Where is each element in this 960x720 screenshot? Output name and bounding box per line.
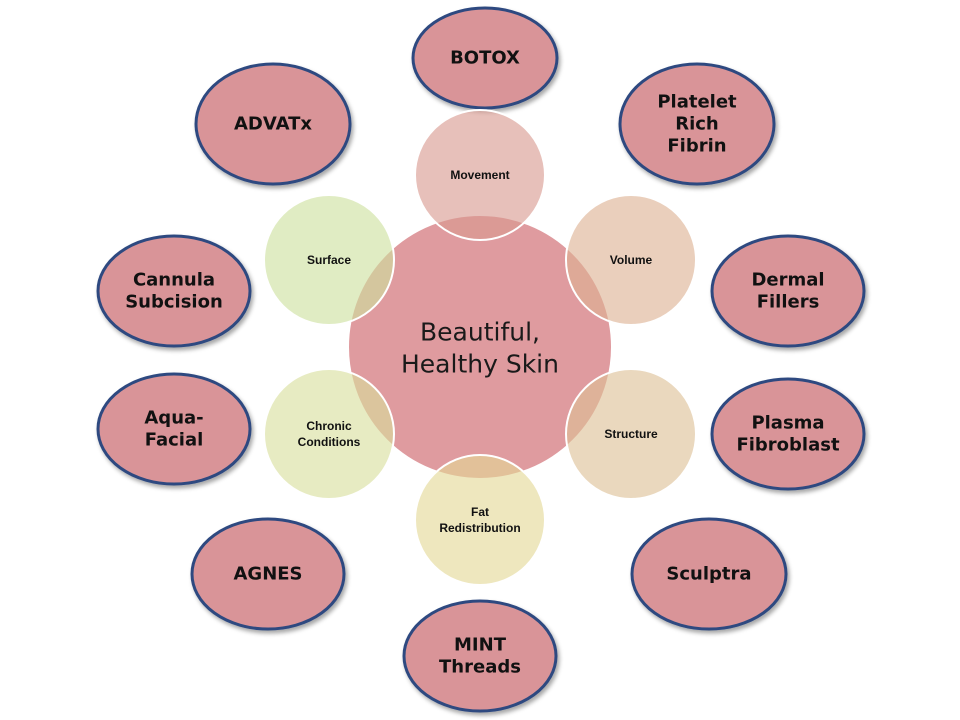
- treatment-aqua-facial: Aqua-Facial: [96, 372, 252, 486]
- treatment-label-line: Cannula: [133, 270, 215, 291]
- treatment-label-line: Aqua-: [144, 408, 203, 429]
- factor-label-line: Structure: [604, 427, 658, 441]
- treatment-label-line: Platelet: [657, 92, 737, 113]
- factor-circle: [263, 368, 395, 500]
- treatment-label-line: Fibrin: [667, 136, 726, 157]
- treatment-label-line: Fibroblast: [736, 435, 840, 456]
- factor-circle: [414, 109, 546, 241]
- factor-structure: Structure: [565, 368, 697, 500]
- factor-label-line: Conditions: [298, 435, 361, 449]
- factor-circle: [565, 194, 697, 326]
- factor-circle: [263, 194, 395, 326]
- treatment-label-line: Dermal: [751, 270, 824, 291]
- treatment-ellipses: BOTOX PlateletRichFibrinDermalFillersPlas…: [96, 6, 866, 713]
- factor-label-line: Redistribution: [439, 521, 520, 535]
- treatment-ellipse: [618, 62, 776, 186]
- treatment-ellipse: [710, 377, 866, 491]
- treatment-ellipse: [630, 517, 788, 631]
- factor-surface: Surface: [263, 194, 395, 326]
- treatment-label-line: BOTOX: [450, 48, 520, 69]
- treatment-label-line: ADVATx: [234, 114, 312, 135]
- factor-label-line: Chronic: [306, 419, 352, 433]
- treatment-label-line: Fillers: [757, 292, 820, 313]
- treatment-label-line: Rich: [675, 114, 719, 135]
- treatment-label-line: Threads: [439, 657, 521, 678]
- treatment-ellipse: [402, 599, 558, 713]
- treatment-botox: BOTOX: [411, 6, 559, 110]
- treatment-label-line: AGNES: [233, 564, 302, 585]
- treatment-label-line: Sculptra: [666, 564, 751, 585]
- treatment-ellipse: [411, 6, 559, 110]
- factor-label-line: Surface: [307, 253, 351, 267]
- treatment-ellipse: [194, 62, 352, 186]
- treatment-ellipse: [96, 372, 252, 486]
- treatment-ellipse: [96, 234, 252, 348]
- treatment-label-line: Plasma: [751, 413, 824, 434]
- factor-circles: MovementVolumeStructureFatRedistribution…: [263, 109, 697, 586]
- treatment-label-line: Facial: [145, 430, 204, 451]
- center-label-line: Beautiful,: [420, 318, 540, 347]
- factor-movement: Movement: [414, 109, 546, 241]
- treatment-label-line: Subcision: [125, 292, 223, 313]
- treatment-ellipse: [190, 517, 346, 631]
- treatment-sculptra: Sculptra: [630, 517, 788, 631]
- factor-label-line: Fat: [471, 505, 489, 519]
- treatment-label-line: MINT: [454, 635, 507, 656]
- treatment-ellipse: [710, 234, 866, 348]
- treatment-agnes: AGNES: [190, 517, 346, 631]
- treatment-advatx: ADVATx: [194, 62, 352, 186]
- factor-volume: Volume: [565, 194, 697, 326]
- factor-label-line: Volume: [610, 253, 653, 267]
- factor-circle: [565, 368, 697, 500]
- factor-label-line: Movement: [450, 168, 509, 182]
- factor-circle: [414, 454, 546, 586]
- center-label-line: Healthy Skin: [401, 350, 559, 379]
